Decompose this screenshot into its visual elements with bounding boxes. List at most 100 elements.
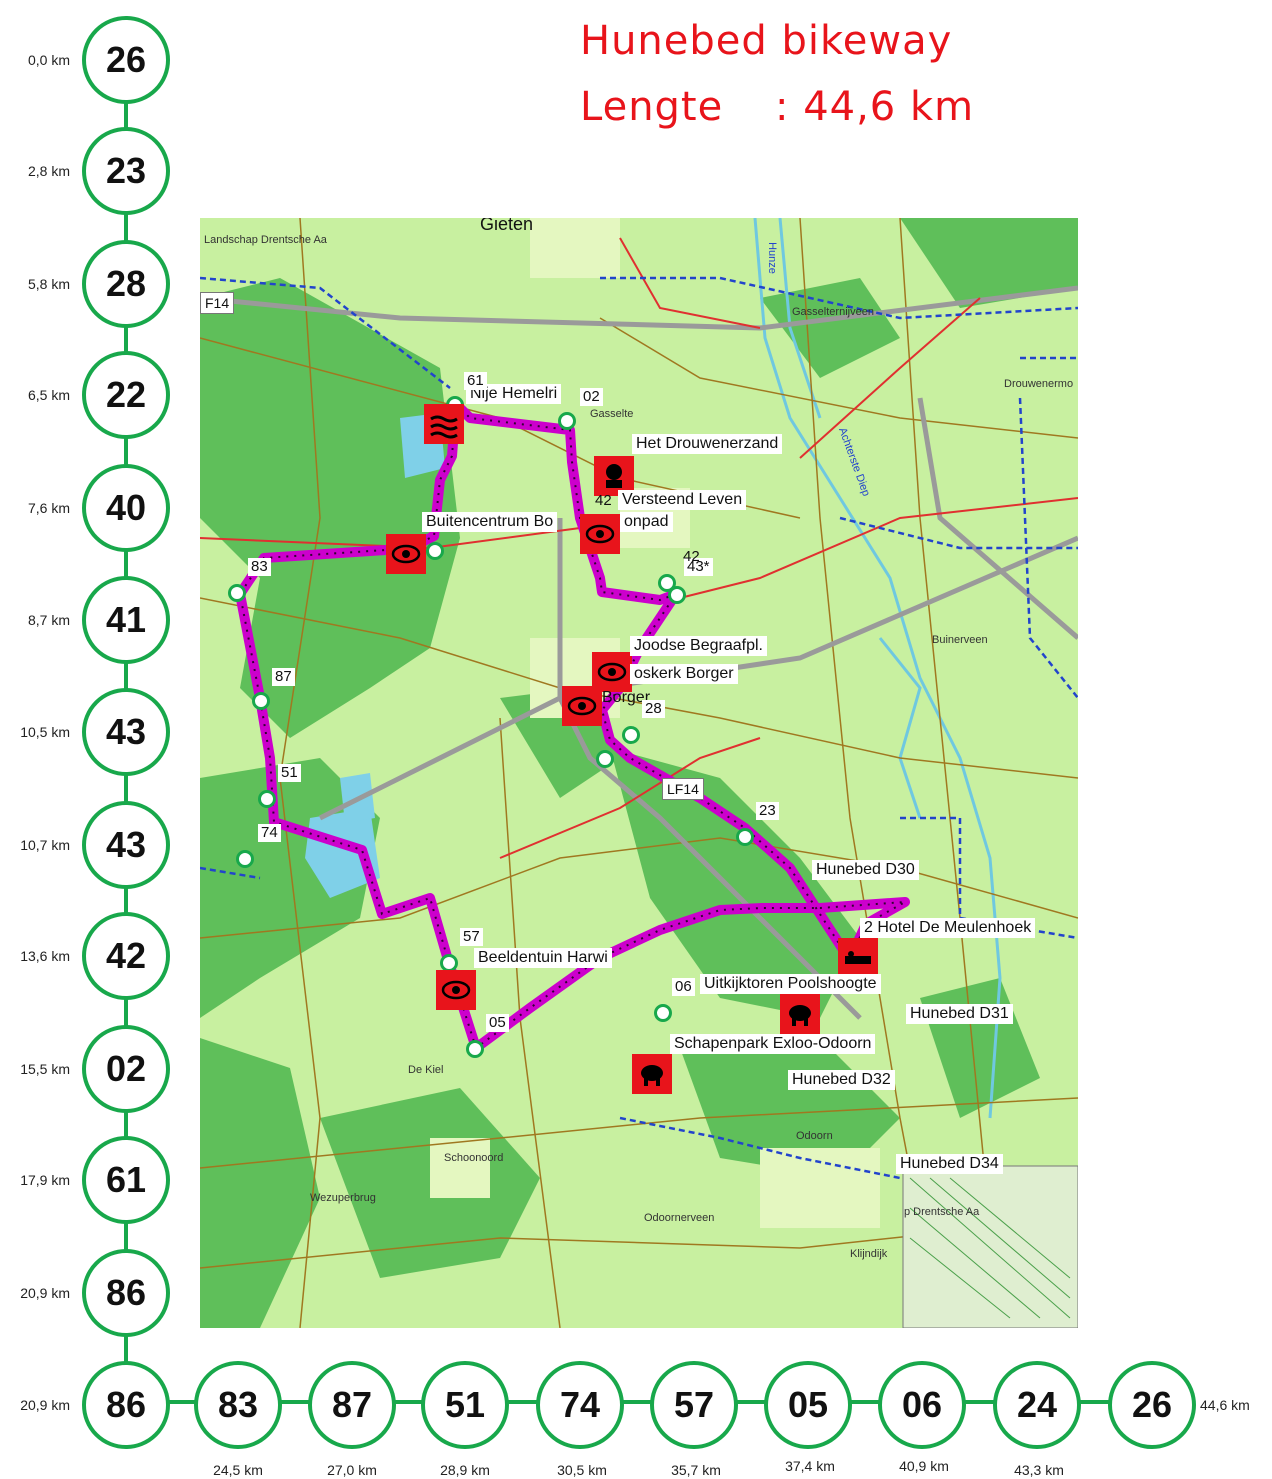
map-label-town: Odoorn [796, 1130, 833, 1142]
route-node: 41 [82, 576, 170, 664]
map-label-poi: Schapenpark Exloo-Odoorn [670, 1034, 876, 1054]
map-node-number: 57 [460, 928, 483, 946]
node-distance: 20,9 km [20, 1397, 70, 1413]
map-label-town: Schoonoord [444, 1152, 504, 1164]
map-node-number: 87 [272, 668, 295, 686]
map-key-point[interactable] [596, 750, 614, 768]
route-badge: F14 [200, 292, 235, 314]
map-label-poi: Hunebed D30 [812, 860, 919, 880]
route-node: 57 [650, 1361, 738, 1449]
map-label-poi: 2 Hotel De Meulenhoek [860, 918, 1036, 938]
route-node: 61 [82, 1136, 170, 1224]
node-distance: 37,4 km [785, 1458, 835, 1474]
map-node-number: 51 [278, 764, 301, 782]
map-label-poi: Hunebed D32 [788, 1070, 895, 1090]
node-distance: 10,5 km [20, 724, 70, 740]
map-node-number: 83 [248, 558, 271, 576]
node-distance: 17,9 km [20, 1172, 70, 1188]
map-key-point[interactable] [252, 692, 270, 710]
route-connector-horizontal [126, 1400, 1154, 1404]
node-distance: 27,0 km [327, 1462, 377, 1478]
node-distance: 40,9 km [899, 1458, 949, 1474]
animal-poi-icon[interactable] [632, 1054, 672, 1094]
map-node-number: 43* [684, 558, 713, 576]
route-node: 43 [82, 688, 170, 776]
map-label-poi: Het Drouwenerzand [632, 434, 783, 454]
lake-poi-icon[interactable] [424, 404, 464, 444]
map-label-poi: Hunebed D34 [896, 1154, 1003, 1174]
tree-icon[interactable] [594, 456, 634, 496]
eye-icon[interactable] [386, 534, 426, 574]
map-node-number: 61 [464, 372, 487, 390]
map-label-poi: Nije Hemelri [466, 384, 562, 404]
node-distance: 30,5 km [557, 1462, 607, 1478]
map-key-point[interactable] [736, 828, 754, 846]
map-key-point[interactable] [558, 412, 576, 430]
route-node: 42 [82, 912, 170, 1000]
map-label-town: Klijndijk [850, 1248, 888, 1260]
route-node: 87 [308, 1361, 396, 1449]
route-map[interactable]: Gieten Landschap Drentsche Aa F14 Gassel… [200, 218, 1078, 1328]
map-label-poi: Versteend Leven [618, 490, 747, 510]
animal-poi-icon[interactable] [780, 994, 820, 1034]
node-distance: 13,6 km [20, 948, 70, 964]
map-label-poi: Uitkijktoren Poolshoogte [700, 974, 881, 994]
map-label-poi: Buitencentrum Bo [422, 512, 558, 532]
route-node: 83 [194, 1361, 282, 1449]
map-label-town: Wezuperbrug [310, 1192, 376, 1204]
map-key-point[interactable] [228, 584, 246, 602]
map-label-town: De Kiel [408, 1064, 444, 1076]
map-node-number: 42 [595, 492, 612, 509]
page-title: Hunebed bikeway [580, 18, 953, 64]
eye-icon[interactable] [436, 970, 476, 1010]
node-distance: 20,9 km [20, 1285, 70, 1301]
route-node: 28 [82, 240, 170, 328]
length-label: Lengte [580, 84, 724, 130]
map-key-point[interactable] [466, 1040, 484, 1058]
node-distance: 5,8 km [27, 276, 70, 292]
node-distance: 43,3 km [1014, 1462, 1064, 1478]
route-node: 40 [82, 464, 170, 552]
map-key-point[interactable] [426, 542, 444, 560]
map-label-town: Landschap Drentsche Aa [204, 234, 327, 246]
map-label-town: Buinerveen [932, 634, 988, 646]
eye-icon[interactable] [580, 514, 620, 554]
map-label-poi: Joodse Begraafpl. [630, 636, 767, 656]
route-node: 23 [82, 127, 170, 215]
map-label-poi: onpad [620, 512, 673, 532]
route-node: 26 [82, 16, 170, 104]
map-label-water: Hunze [765, 242, 778, 274]
node-distance: 8,7 km [27, 612, 70, 628]
node-distance: 2,8 km [27, 163, 70, 179]
map-label-town: Drouwenermo [1004, 378, 1074, 390]
map-node-number: 28 [642, 700, 665, 718]
route-node: 86 [82, 1361, 170, 1449]
map-node-number: 74 [258, 824, 281, 842]
map-key-point[interactable] [258, 790, 276, 808]
map-key-point[interactable] [622, 726, 640, 744]
node-distance: 28,9 km [440, 1462, 490, 1478]
map-canvas [200, 218, 1078, 1328]
map-label-town: Gieten [480, 218, 534, 234]
route-node: 86 [82, 1249, 170, 1337]
hotel-icon[interactable] [838, 938, 878, 978]
length-value: : 44,6 km [775, 84, 975, 130]
map-label-poi: Hunebed D31 [906, 1004, 1013, 1024]
node-distance: 10,7 km [20, 837, 70, 853]
node-distance: 35,7 km [671, 1462, 721, 1478]
map-label-poi: oskerk Borger [630, 664, 738, 684]
map-node-number: 23 [756, 802, 779, 820]
eye-icon[interactable] [562, 686, 602, 726]
map-key-point[interactable] [236, 850, 254, 868]
route-node: 02 [82, 1025, 170, 1113]
node-distance: 44,6 km [1200, 1397, 1250, 1413]
node-distance: 15,5 km [20, 1061, 70, 1077]
map-key-point[interactable] [654, 1004, 672, 1022]
route-node: 24 [993, 1361, 1081, 1449]
eye-icon[interactable] [592, 652, 632, 692]
map-label-town: Gasselte [590, 408, 634, 420]
map-key-point[interactable] [668, 586, 686, 604]
route-node: 43 [82, 801, 170, 889]
route-node: 26 [1108, 1361, 1196, 1449]
route-node: 74 [536, 1361, 624, 1449]
